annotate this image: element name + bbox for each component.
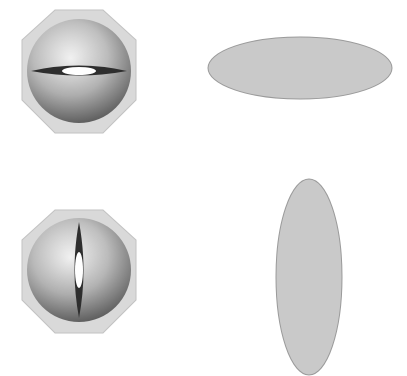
horizontal-ellipse [208, 37, 392, 99]
vertical-ellipse [276, 179, 342, 375]
horizontal-slit-sphere-icon [22, 10, 136, 133]
vertical-slit-sphere-icon [22, 210, 136, 333]
slit-highlight [62, 67, 96, 75]
slit-highlight [75, 252, 83, 288]
